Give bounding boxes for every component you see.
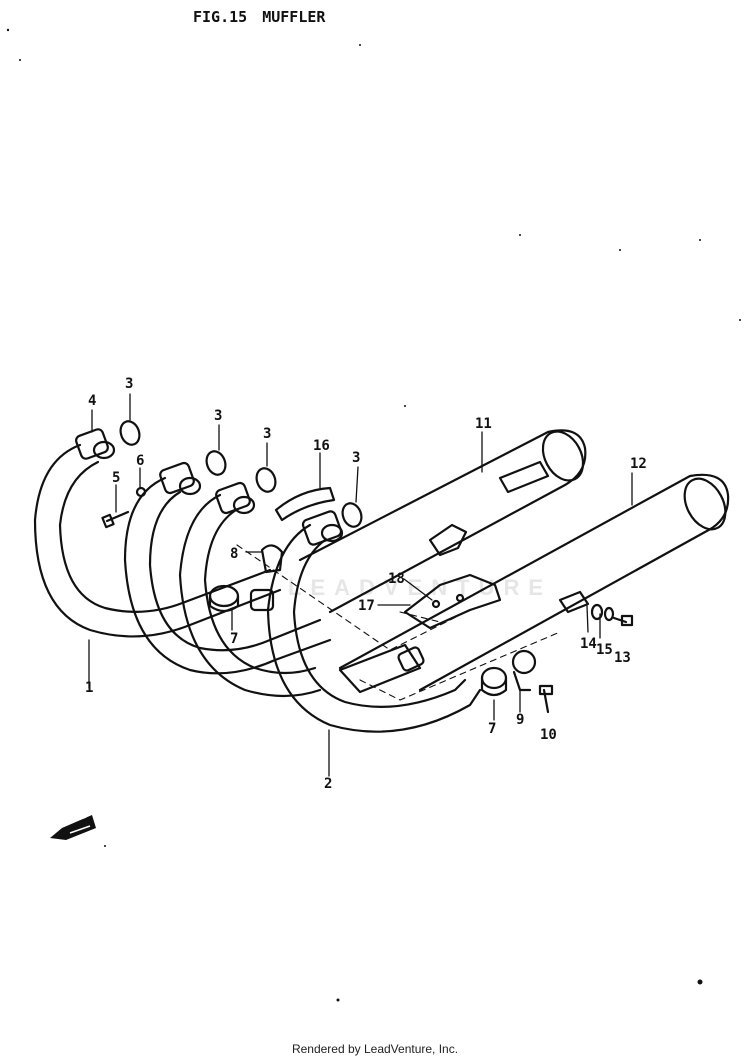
callout-11: 11 [475, 416, 492, 432]
callout-16: 16 [313, 438, 330, 454]
callout-6: 6 [136, 453, 144, 469]
exhaust-pipe-front [266, 510, 482, 733]
callout-7: 7 [230, 631, 238, 647]
washer-6 [135, 486, 147, 498]
callout-9: 9 [516, 712, 524, 728]
callout-15: 15 [596, 642, 613, 658]
bolt-5 [101, 510, 130, 529]
figure-title: FIG.15 MUFFLER [193, 8, 326, 26]
callout-numbers: 4 3 3 3 3 5 6 16 11 12 8 7 18 17 14 15 1… [85, 376, 647, 792]
bushing-7-right [480, 666, 508, 697]
callout-5: 5 [112, 470, 120, 486]
callout-4: 4 [88, 393, 96, 409]
callout-7: 7 [488, 721, 496, 737]
front-direction-arrow-icon [50, 815, 96, 840]
callout-3: 3 [125, 376, 133, 392]
exhaust-pipe-3 [178, 481, 322, 698]
muffler-right [338, 473, 730, 692]
gaskets [119, 420, 363, 528]
callout-14: 14 [580, 636, 597, 652]
leader-lines [88, 393, 633, 777]
callout-10: 10 [540, 727, 557, 743]
callout-3: 3 [352, 450, 360, 466]
callout-2: 2 [324, 776, 332, 792]
callout-8: 8 [230, 546, 238, 562]
callout-17: 17 [358, 598, 375, 614]
guide-lines [236, 544, 561, 701]
clamp-8 [249, 544, 284, 612]
callout-3: 3 [214, 408, 222, 424]
bolt-13-washers-14-15 [590, 603, 634, 627]
scan-speckles [6, 28, 741, 1002]
callout-12: 12 [630, 456, 647, 472]
bushing-7-left [208, 584, 240, 613]
callout-13: 13 [614, 650, 631, 666]
exhaust-pipe-2 [123, 461, 332, 675]
connector-gasket-16 [274, 486, 336, 522]
bolt-10 [538, 684, 554, 714]
mounting-bracket [403, 573, 502, 630]
callout-18: 18 [388, 571, 405, 587]
callout-3: 3 [263, 426, 271, 442]
muffler-left [298, 429, 587, 614]
footer-credit: Rendered by LeadVenture, Inc. [291, 1042, 459, 1056]
clamp-9 [511, 649, 537, 692]
callout-1: 1 [85, 680, 93, 696]
exhaust-pipe-1 [33, 428, 282, 638]
